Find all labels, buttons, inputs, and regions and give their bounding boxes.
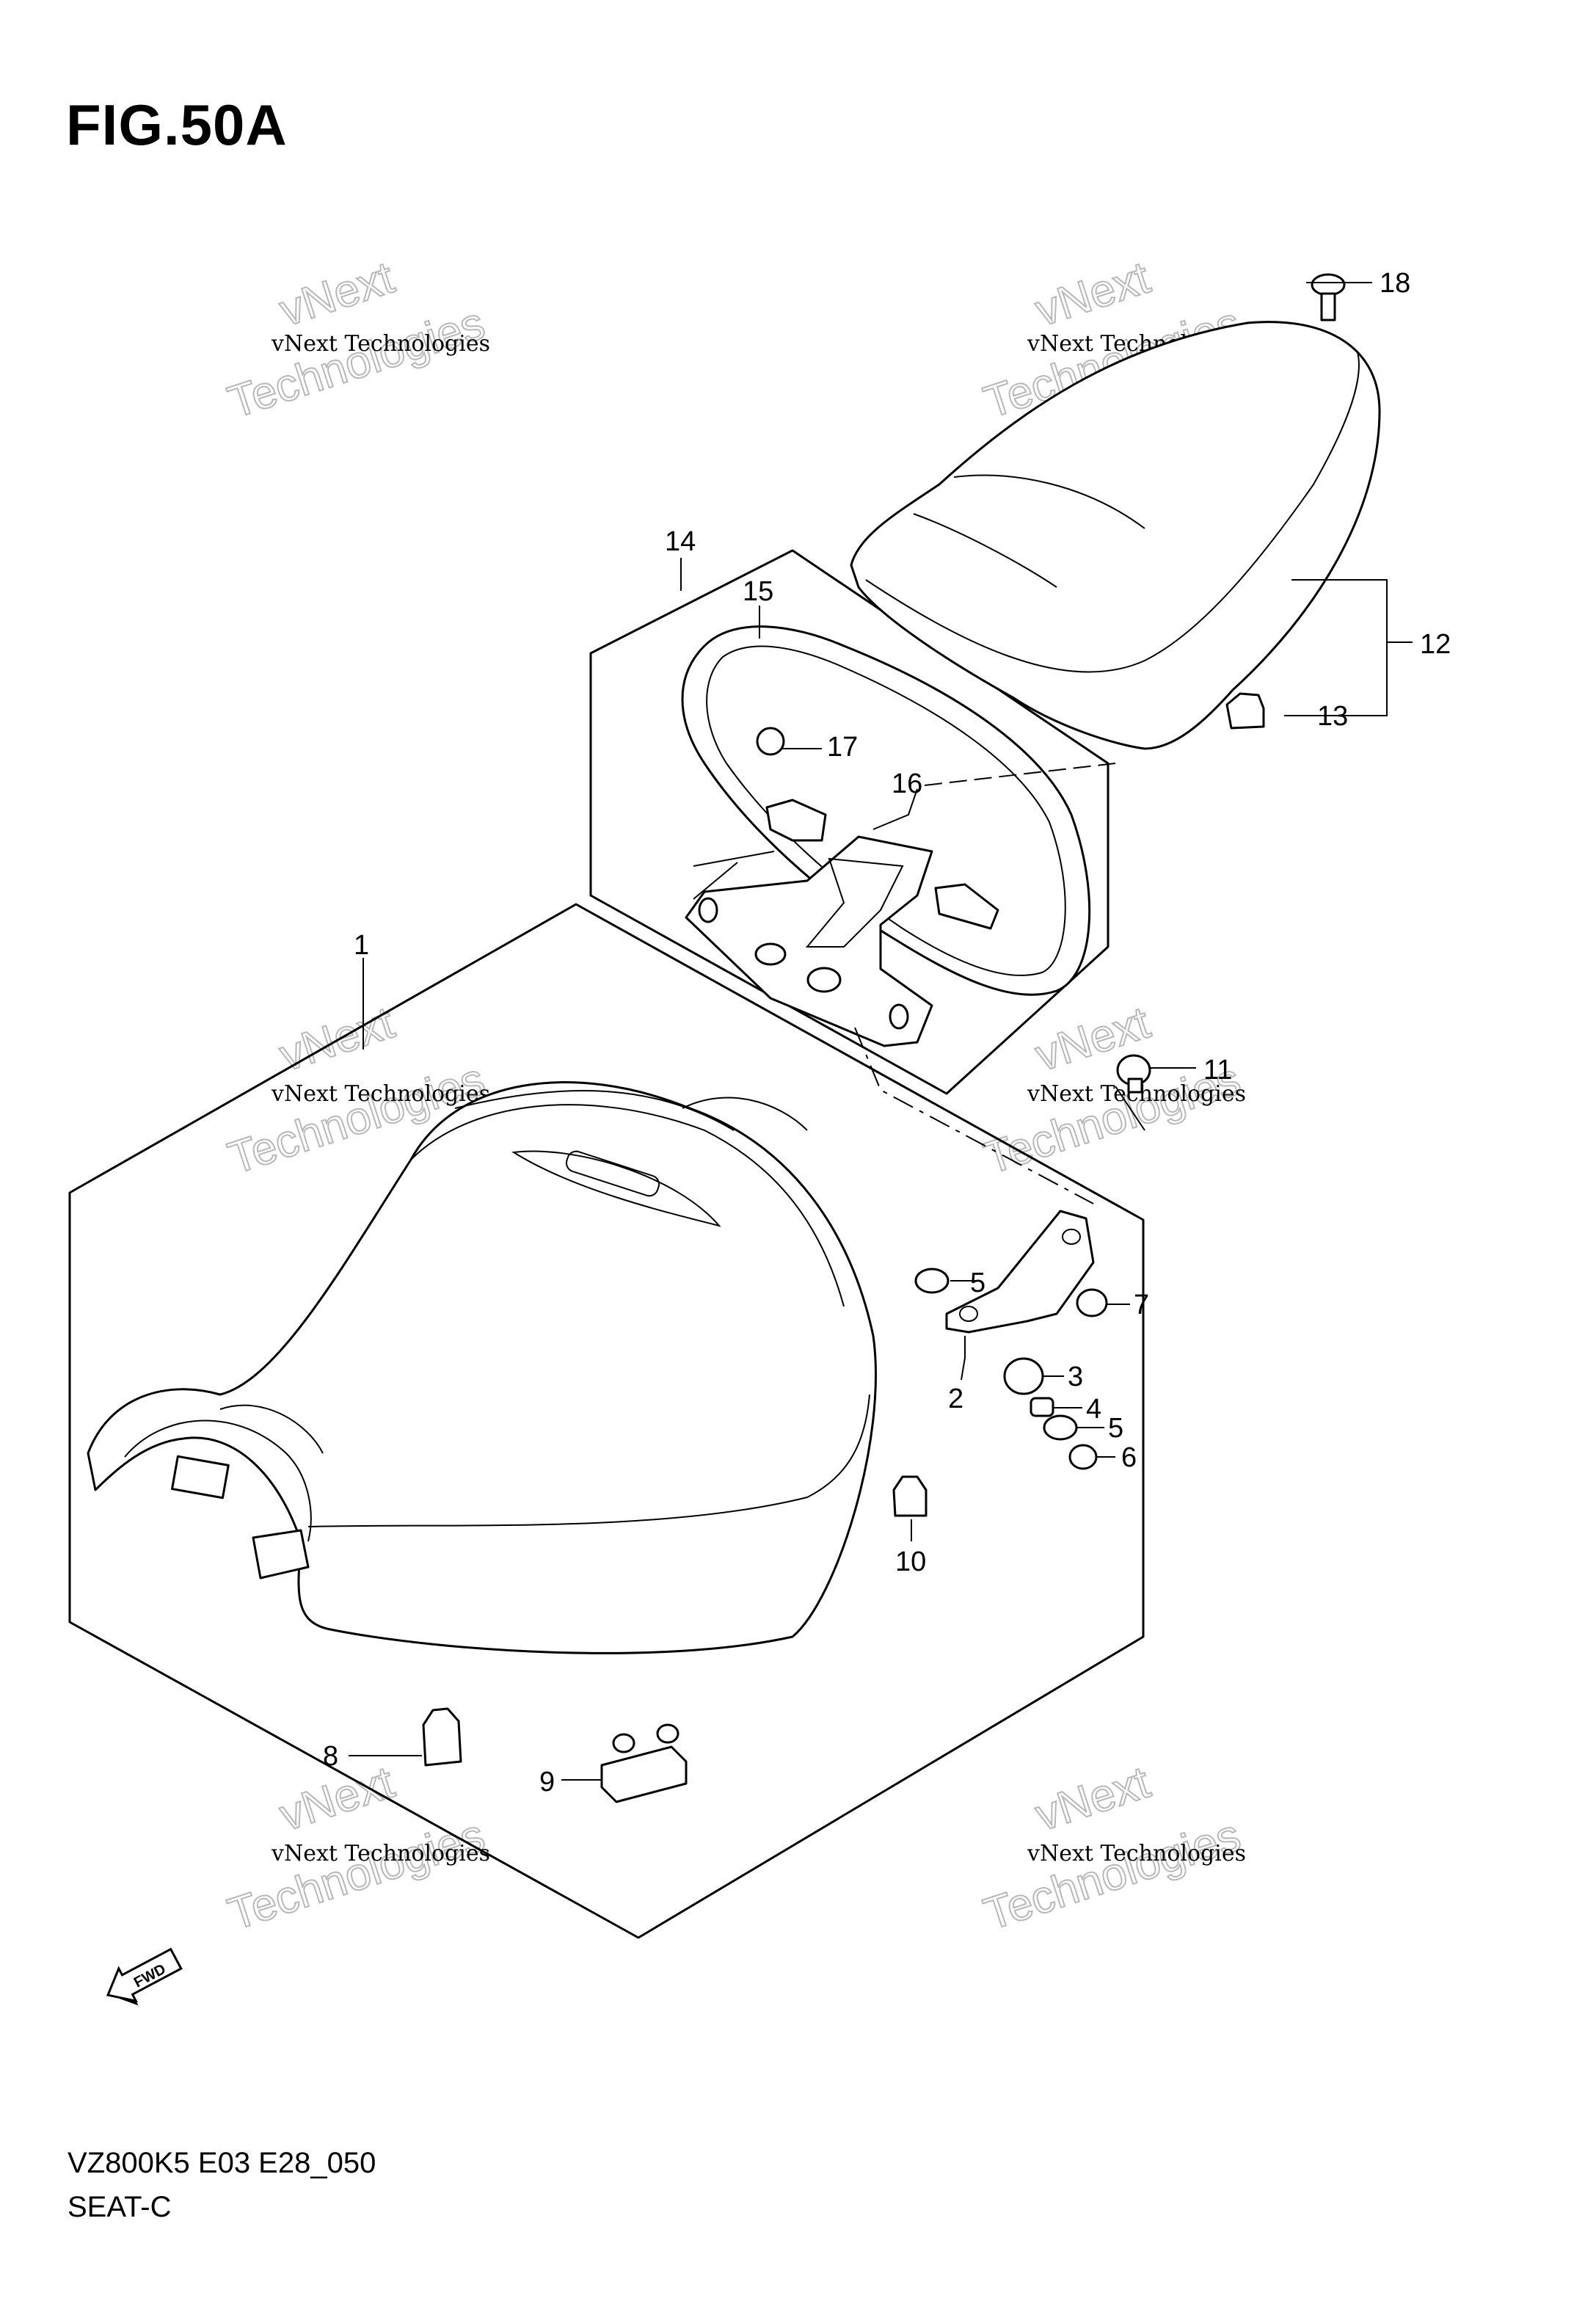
watermark-bottom-right: vNext Technologies vNext Technologies — [977, 1756, 1247, 1941]
callout-12: 12 — [1420, 629, 1451, 660]
callout-8: 8 — [323, 1741, 338, 1772]
washer-5b — [1043, 1414, 1078, 1441]
svg-text:Technologies: Technologies — [222, 298, 491, 428]
front-seat-group-frame — [68, 903, 1145, 1939]
watermark-mid-right: vNext Technologies vNext Technologies — [977, 997, 1247, 1185]
callout-6: 6 — [1121, 1442, 1137, 1473]
model-code: VZ800K5 E03 E28_050 — [68, 2147, 376, 2179]
watermark-bottom-left: vNext Technologies vNext Technologies — [222, 1756, 492, 1941]
bracket-2 — [945, 1210, 1095, 1334]
nut-17 — [756, 727, 785, 756]
callout-labels: 1 2 3 4 5 5 6 7 8 9 10 11 12 13 14 15 16… — [323, 268, 1451, 1797]
bolt-18 — [1311, 273, 1346, 321]
callout-10: 10 — [895, 1546, 926, 1577]
callout-18: 18 — [1380, 268, 1410, 299]
nut-11 — [1116, 1054, 1151, 1094]
nut-6 — [1068, 1444, 1098, 1470]
callout-7: 7 — [1134, 1290, 1149, 1320]
cushion-9 — [600, 1723, 688, 1803]
pillion-group-frame — [589, 549, 1109, 1095]
svg-text:Technologies: Technologies — [222, 1810, 491, 1940]
callout-5b: 5 — [1108, 1413, 1123, 1444]
section-name: SEAT-C — [68, 2191, 172, 2223]
washer-5a — [914, 1268, 950, 1294]
callout-14: 14 — [665, 526, 696, 557]
callout-4: 4 — [1086, 1394, 1101, 1425]
callout-17: 17 — [827, 732, 858, 763]
figure-title: FIG.50A — [66, 92, 288, 157]
leader-lines — [349, 282, 1413, 1781]
cushion-13 — [1225, 692, 1265, 730]
damper-3 — [1003, 1357, 1044, 1395]
pillion-seat — [850, 321, 1381, 750]
bracket-16 — [685, 799, 999, 1047]
callout-11: 11 — [1203, 1055, 1232, 1086]
svg-text:vNext: vNext — [274, 252, 400, 337]
watermark-top-left: vNext Technologies vNext Technologies — [222, 252, 492, 429]
svg-text:Technologies: Technologies — [978, 1810, 1247, 1940]
callout-1: 1 — [354, 930, 369, 961]
svg-text:vNext: vNext — [1030, 1757, 1156, 1842]
callout-16: 16 — [892, 768, 922, 799]
nut-7 — [1076, 1288, 1108, 1317]
callout-3: 3 — [1068, 1362, 1083, 1392]
spacer-4 — [1030, 1397, 1054, 1417]
callout-5a: 5 — [970, 1268, 985, 1298]
cushion-8 — [422, 1707, 462, 1767]
callout-2: 2 — [948, 1384, 963, 1414]
svg-text:vNext Technologies: vNext Technologies — [271, 331, 490, 357]
fwd-arrow-icon: FWD — [106, 1947, 183, 2006]
svg-text:vNext Technologies: vNext Technologies — [271, 1841, 490, 1866]
svg-text:vNext Technologies: vNext Technologies — [1027, 1841, 1246, 1866]
front-seat — [87, 1081, 877, 1654]
callout-13: 13 — [1317, 701, 1348, 732]
svg-text:vNext: vNext — [1030, 252, 1156, 337]
cushion-10 — [892, 1475, 928, 1517]
callout-9: 9 — [539, 1767, 555, 1797]
svg-text:vNext Technologies: vNext Technologies — [271, 1081, 490, 1107]
callout-15: 15 — [743, 576, 773, 607]
